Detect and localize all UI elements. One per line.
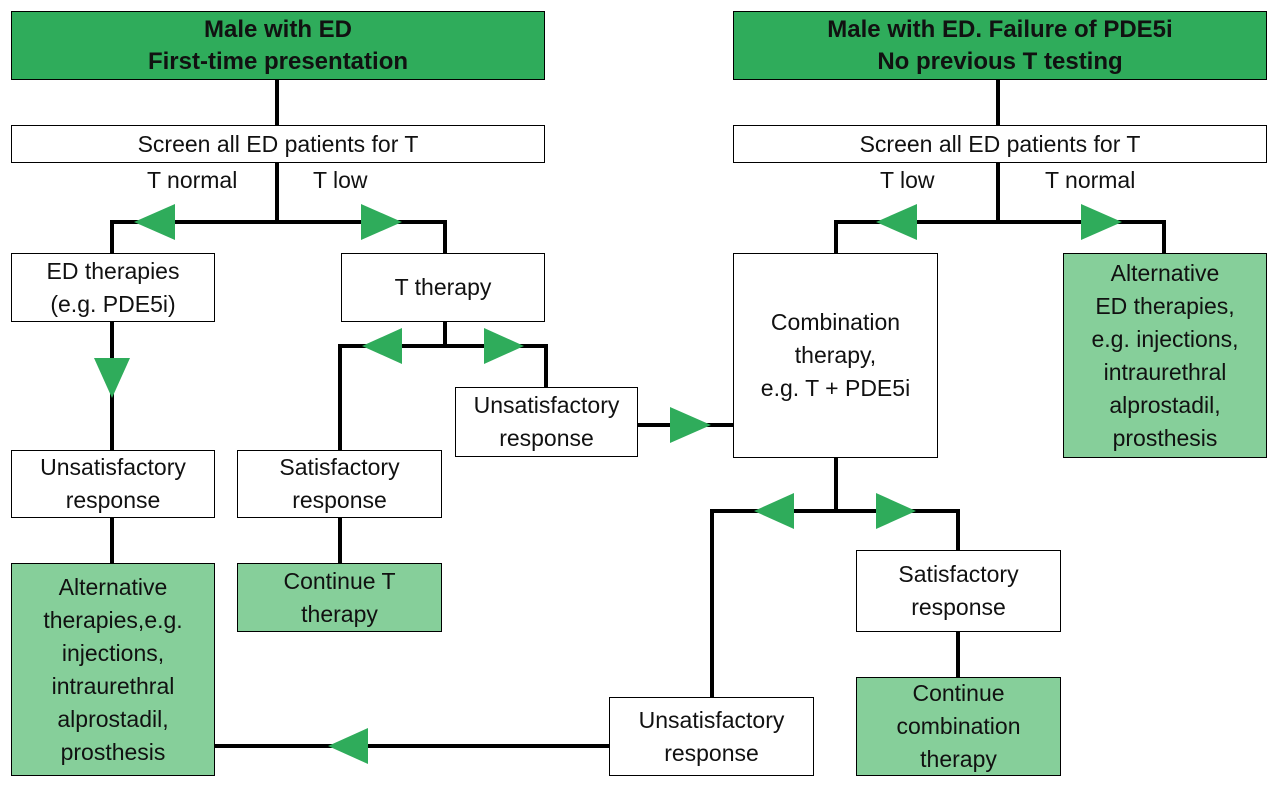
combination-therapy-box: Combination therapy, e.g. T + PDE5i <box>733 253 938 458</box>
connector-combination-branches <box>710 509 960 697</box>
arrow-t-therapy-unsat <box>484 328 524 364</box>
left-alternative-text: Alternative therapies,e.g. injections, i… <box>43 573 183 765</box>
t-therapy-unsat-box: Unsatisfactory response <box>455 387 638 457</box>
left-header: Male with ED First-time presentation <box>11 11 545 80</box>
combination-therapy-text: Combination therapy, e.g. T + PDE5i <box>760 309 911 401</box>
connector-right-split <box>834 220 1166 253</box>
combination-sat-box: Satisfactory response <box>856 550 1061 632</box>
right-alternative-box: Alternative ED therapies, e.g. injection… <box>1063 253 1267 458</box>
continue-t-therapy-text: Continue T therapy <box>283 567 396 627</box>
arrow-left-t-low <box>361 204 402 240</box>
right-alternative-text: Alternative ED therapies, e.g. injection… <box>1091 259 1239 451</box>
left-label-t-low: T low <box>313 167 368 193</box>
right-header-line1: Male with ED. Failure of PDE5i <box>827 15 1173 43</box>
left-screen-box: Screen all ED patients for T <box>11 125 545 163</box>
continue-t-therapy-box: Continue T therapy <box>237 563 442 632</box>
arrow-right-t-low <box>876 204 917 240</box>
left-header-line2: First-time presentation <box>147 47 409 75</box>
arrow-combination-sat <box>876 493 916 529</box>
arrow-t-therapy-sat <box>362 328 402 364</box>
right-label-t-low: T low <box>880 167 935 193</box>
connector-left-split <box>110 220 447 253</box>
right-label-t-normal: T normal <box>1045 167 1136 193</box>
arrow-to-alternative <box>328 728 368 764</box>
ed-therapies-box: ED therapies (e.g. PDE5i) <box>11 253 215 322</box>
right-header: Male with ED. Failure of PDE5i No previo… <box>733 11 1267 80</box>
t-therapy-sat-box: Satisfactory response <box>237 450 442 518</box>
left-label-t-normal: T normal <box>147 167 238 193</box>
right-header-line2: No previous T testing <box>877 47 1123 75</box>
continue-combination-box: Continue combination therapy <box>856 677 1061 776</box>
t-therapy-sat-text: Satisfactory response <box>279 454 400 513</box>
t-therapy-unsat-text: Unsatisfactory response <box>473 392 620 451</box>
combination-unsat-box: Unsatisfactory response <box>609 697 814 776</box>
ed-therapies-text: ED therapies (e.g. PDE5i) <box>46 257 180 317</box>
left-alternative-box: Alternative therapies,e.g. injections, i… <box>11 563 215 776</box>
t-therapy-box: T therapy <box>341 253 545 322</box>
connector-t-therapy-branches <box>338 344 548 450</box>
left-unsat-text: Unsatisfactory response <box>40 454 186 513</box>
continue-combination-text: Continue combination therapy <box>896 680 1021 772</box>
combination-sat-text: Satisfactory response <box>898 561 1019 620</box>
arrow-to-combination <box>670 407 711 443</box>
arrow-left-t-normal <box>134 204 175 240</box>
combination-unsat-text: Unsatisfactory response <box>638 706 785 766</box>
left-unsat-box: Unsatisfactory response <box>11 450 215 518</box>
left-header-line1: Male with ED <box>203 15 353 43</box>
right-screen-text: Screen all ED patients for T <box>859 130 1141 157</box>
arrow-combination-unsat <box>754 493 794 529</box>
arrow-down-ed-unsat <box>94 358 130 398</box>
arrow-right-t-normal <box>1081 204 1122 240</box>
t-therapy-text: T therapy <box>394 274 492 300</box>
right-screen-box: Screen all ED patients for T <box>733 125 1267 163</box>
left-screen-text: Screen all ED patients for T <box>137 130 419 157</box>
